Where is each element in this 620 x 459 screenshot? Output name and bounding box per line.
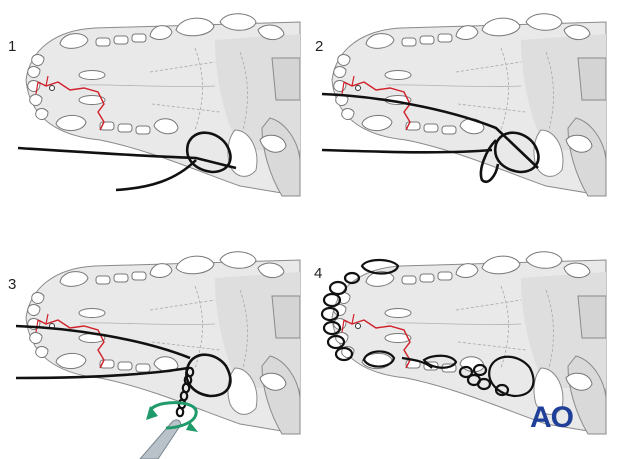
ao-logo: AO [530, 401, 574, 434]
panel-2: 2 [315, 14, 606, 196]
panel-3-label: 3 [8, 276, 16, 293]
panel-2-label: 2 [315, 38, 323, 55]
panel-1-label: 1 [8, 38, 16, 55]
panel-4-label: 4 [314, 265, 322, 282]
wire-strand-lower [322, 150, 492, 152]
wire-plier-icon [140, 420, 180, 459]
panel-3: 3 [8, 252, 300, 459]
panel-1: 1 [8, 14, 300, 196]
rotate-arrow-icon [146, 403, 198, 432]
